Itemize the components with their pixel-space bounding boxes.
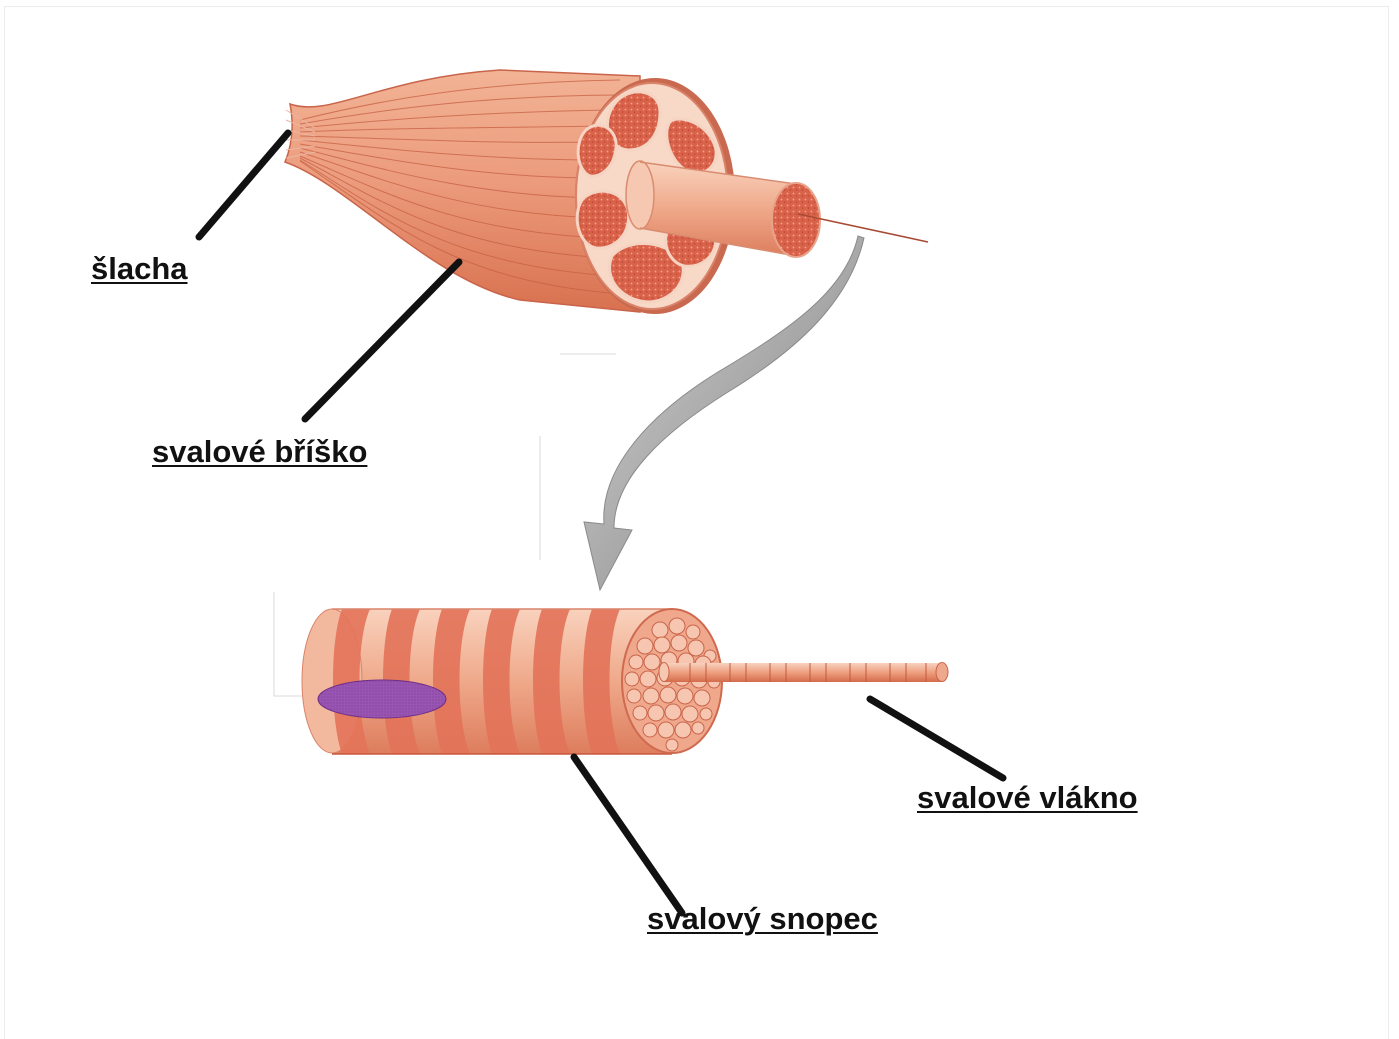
label-muscle-belly: svalové bříško (152, 436, 367, 467)
label-muscle-fiber: svalové vlákno (917, 782, 1138, 813)
leader-line-fiber (870, 699, 1003, 778)
leader-line-belly (305, 262, 459, 419)
muscle-fiber-rod (659, 663, 948, 683)
label-muscle-fascicle: svalový snopec (647, 903, 878, 934)
fascicle-cylinder (302, 609, 722, 754)
label-tendon: šlacha (91, 253, 188, 284)
leader-line-fascicle (574, 757, 682, 913)
leader-line-tendon (199, 133, 288, 237)
